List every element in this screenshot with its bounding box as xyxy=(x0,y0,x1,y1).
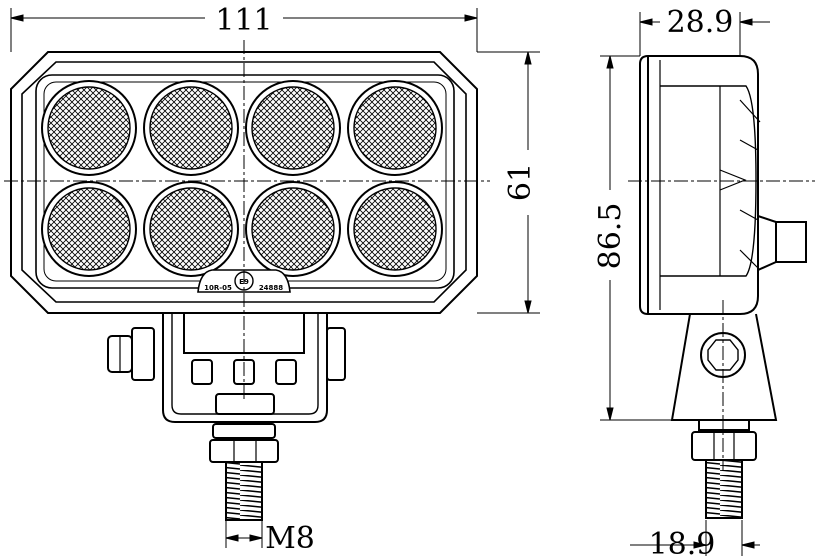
dim-bracket-width: 18.9 xyxy=(649,527,716,560)
dim-side-height: 86.5 xyxy=(593,203,628,270)
front-housing-outer xyxy=(10,51,478,314)
side-center-lines xyxy=(628,180,815,470)
bottom-nut xyxy=(215,393,275,415)
dim-front-height: 61 xyxy=(503,163,538,201)
bottom-hex-nut xyxy=(209,439,279,463)
led-lens-mesh xyxy=(47,187,131,271)
led-lens-mesh xyxy=(251,86,335,170)
dim-front-width: 111 xyxy=(215,3,272,38)
led-array xyxy=(41,80,443,277)
dimension-lines xyxy=(10,8,770,556)
approval-number-text: 24888 xyxy=(259,284,283,292)
led-lens-mesh xyxy=(149,86,233,170)
front-housing-inner xyxy=(21,61,467,303)
front-bolt-thread xyxy=(225,461,263,521)
side-nut xyxy=(131,327,155,381)
front-bracket xyxy=(107,312,346,463)
dim-side-depth: 28.9 xyxy=(667,5,734,40)
side-bracket xyxy=(670,313,778,421)
led-lens-mesh xyxy=(149,187,233,271)
side-hex-nut xyxy=(691,431,757,461)
side-body xyxy=(639,55,759,315)
led-lens-mesh xyxy=(353,86,437,170)
side-bolt-thread xyxy=(705,459,743,519)
led-lens-mesh xyxy=(353,187,437,271)
led-lens-mesh xyxy=(47,86,131,170)
ece-approval-text: 10R-05 xyxy=(204,284,232,292)
bracket-u xyxy=(162,313,328,423)
dim-bolt-thread: M8 xyxy=(265,521,315,556)
led-lens-mesh xyxy=(251,187,335,271)
side-connector xyxy=(775,221,807,263)
front-center-lines xyxy=(4,40,490,400)
